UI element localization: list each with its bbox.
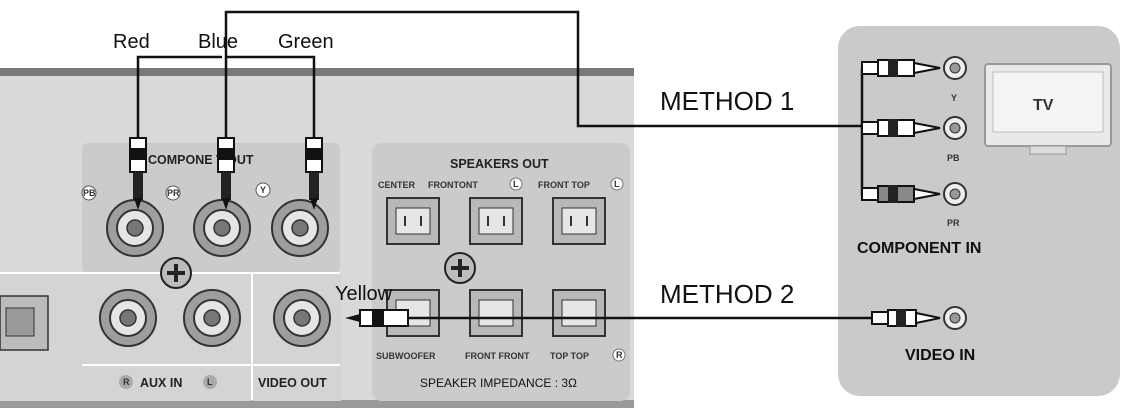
jack-pr-label: PR bbox=[167, 188, 180, 198]
yellow-cable-label: Yellow bbox=[335, 283, 393, 305]
tv-jack-pb-label: PB bbox=[947, 153, 960, 163]
front-label-1: FRONTONT bbox=[428, 180, 478, 190]
tv-icon: TV bbox=[984, 63, 1112, 155]
red-wire-loop bbox=[136, 55, 222, 140]
center-label: CENTER bbox=[378, 180, 416, 190]
tv-label: TV bbox=[1033, 97, 1054, 114]
blue-wire bbox=[224, 10, 862, 140]
rca-plug-blue bbox=[217, 137, 235, 210]
video-out-title: VIDEO OUT bbox=[258, 376, 327, 390]
jack-y-receiver bbox=[271, 199, 329, 257]
tv-plug-video bbox=[871, 309, 941, 327]
front-l-badge: L bbox=[513, 179, 519, 189]
front-front-label: FRONT FRONT bbox=[465, 351, 530, 361]
jack-aux-l bbox=[183, 289, 241, 347]
jack-video-out bbox=[273, 289, 331, 347]
component-in-title: COMPONENT IN bbox=[857, 240, 981, 257]
blue-cable-label: Blue bbox=[198, 31, 238, 53]
jack-aux-r bbox=[99, 289, 157, 347]
subwoofer-label: SUBWOOFER bbox=[376, 351, 436, 361]
speakers-out-title: SPEAKERS OUT bbox=[450, 157, 549, 171]
tv-jack-pr-label: PR bbox=[947, 218, 960, 228]
speaker-terminal-front-l bbox=[469, 197, 523, 245]
front-top-label: FRONT TOP bbox=[538, 180, 590, 190]
wires bbox=[136, 10, 872, 320]
jack-pb-receiver bbox=[106, 199, 164, 257]
method-1-label: METHOD 1 bbox=[660, 86, 794, 116]
jack-pb-label: PB bbox=[83, 188, 96, 198]
speaker-terminal-front-top-l bbox=[552, 197, 606, 245]
tv-component-jacks: Y PB PR COMPONENT IN bbox=[857, 56, 981, 257]
component-out-jacks: PB PR Y COMPONE T OUT bbox=[81, 153, 329, 257]
method-2-label: METHOD 2 bbox=[660, 279, 794, 309]
video-in-title: VIDEO IN bbox=[905, 347, 975, 364]
green-cable-label: Green bbox=[278, 31, 334, 53]
red-cable-label: Red bbox=[113, 31, 150, 53]
top-top-label: TOP TOP bbox=[550, 351, 589, 361]
aux-in-title: AUX IN bbox=[140, 376, 182, 390]
r-badge: R bbox=[616, 350, 623, 360]
speaker-plus-icon bbox=[444, 252, 476, 284]
jack-pr-receiver bbox=[193, 199, 251, 257]
rca-plug-yellow bbox=[345, 309, 409, 327]
jack-y-label: Y bbox=[260, 185, 266, 195]
front-top-badge: L bbox=[614, 179, 620, 189]
tv-plug-y bbox=[861, 59, 941, 77]
green-wire-loop bbox=[226, 55, 316, 140]
plus-icon bbox=[160, 257, 192, 289]
speaker-impedance: SPEAKER IMPEDANCE : 3Ω bbox=[420, 376, 577, 390]
tv-video-jack: VIDEO IN bbox=[905, 306, 975, 364]
speaker-terminal-front-top-r bbox=[552, 289, 606, 337]
speaker-terminal-front-r bbox=[469, 289, 523, 337]
tv-panel: TV Y PB PR COMPONENT IN VIDEO IN bbox=[838, 26, 1120, 396]
component-out-title: COMPONE T OUT bbox=[148, 153, 254, 167]
tv-plug-pr bbox=[861, 185, 941, 203]
tv-plug-pb bbox=[861, 119, 941, 137]
tv-jack-y-label: Y bbox=[951, 93, 957, 103]
aux-in-jacks: R AUX IN L bbox=[99, 289, 241, 390]
rca-plug-red bbox=[129, 137, 147, 210]
aux-r-badge: R bbox=[123, 377, 130, 387]
speaker-terminal-center bbox=[386, 197, 440, 245]
rca-plug-green bbox=[305, 137, 323, 210]
aux-l-badge: L bbox=[207, 377, 213, 387]
